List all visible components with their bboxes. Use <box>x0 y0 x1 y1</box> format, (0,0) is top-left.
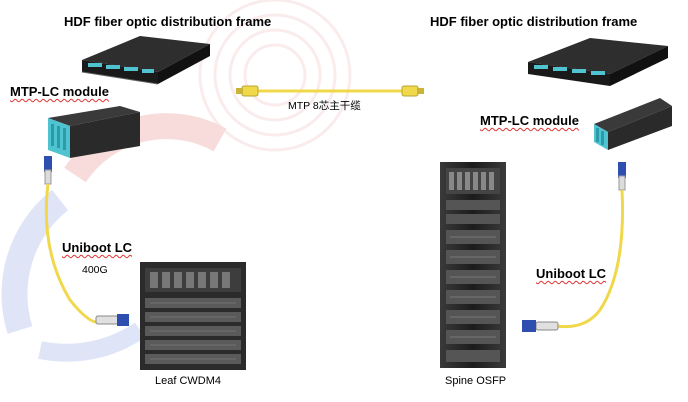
mtp-lc-label-left: MTP-LC module <box>10 84 109 99</box>
hdf-frame-left <box>81 36 210 85</box>
mtp-lc-module-right <box>594 98 672 150</box>
mtp-lc-label-right: MTP-LC module <box>480 113 579 128</box>
mtp-trunk-label: MTP 8芯主干缆 <box>288 100 361 112</box>
hdf-label-left: HDF fiber optic distribution frame <box>64 14 272 29</box>
uniboot-label-right: Uniboot LC <box>536 266 607 281</box>
spine-caption: Spine OSFP <box>445 375 507 387</box>
leaf-switch <box>140 262 246 370</box>
hdf-frame-right <box>528 38 668 86</box>
speed-label: 400G <box>82 264 108 276</box>
mtp-trunk-cable <box>236 85 424 97</box>
hdf-label-right: HDF fiber optic distribution frame <box>430 14 638 29</box>
leaf-caption: Leaf CWDM4 <box>155 375 222 387</box>
uniboot-cable-left <box>44 156 129 326</box>
uniboot-label-left: Uniboot LC <box>62 240 133 255</box>
spine-rack <box>440 162 506 368</box>
mtp-lc-module-left <box>48 106 140 158</box>
uniboot-cable-right <box>522 162 626 332</box>
